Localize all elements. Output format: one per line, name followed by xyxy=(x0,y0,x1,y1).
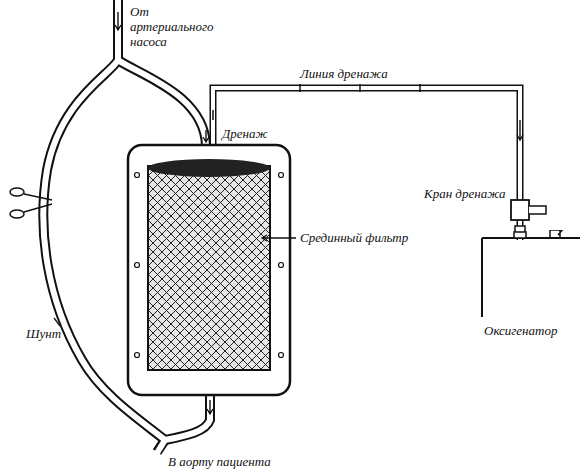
aorta-lumen xyxy=(157,440,165,453)
stopcock-body xyxy=(511,200,529,220)
oxygenator-housing xyxy=(482,238,580,317)
stopcock-handle xyxy=(529,206,546,214)
clamp-jaws xyxy=(24,194,52,212)
source-label: От артериального насоса xyxy=(130,4,230,49)
drawing-part xyxy=(135,353,140,358)
drawing-part xyxy=(135,173,140,178)
filter-inlet-lumen xyxy=(118,60,206,146)
oxygenator-port xyxy=(550,230,564,238)
part-label: Шунт xyxy=(26,326,61,341)
filter-inlet-tube xyxy=(118,60,206,146)
filter-mesh-top xyxy=(148,159,270,177)
aorta-tube xyxy=(157,440,165,452)
port-label: Дренаж xyxy=(222,126,268,141)
filter-mesh xyxy=(148,166,270,370)
filter-outlet-tube xyxy=(165,395,210,440)
shunt-clamp xyxy=(10,188,52,218)
drawing-part xyxy=(135,263,140,268)
filter-outlet-lumen xyxy=(165,395,210,440)
flow-arrows xyxy=(115,12,523,414)
drawing-part xyxy=(279,353,284,358)
destination-label: В аорту пациента xyxy=(168,454,271,469)
drain-arrow xyxy=(517,120,523,140)
oxygenator-unit: Оксигенатор xyxy=(480,230,580,342)
line-label: Линия дренажа xyxy=(300,66,388,81)
drain-line-marks xyxy=(213,84,420,120)
filter-out-arrow xyxy=(207,400,213,414)
oxygenator-inlet xyxy=(514,232,526,238)
valve-label: Кран дренажа xyxy=(424,186,506,201)
leader-line xyxy=(262,235,296,241)
housing-rivets xyxy=(135,173,284,358)
inlet-arrow xyxy=(115,12,121,30)
filter-housing xyxy=(128,145,290,395)
node-text: Оксигенатор xyxy=(484,323,557,338)
filter-in-arrow xyxy=(203,130,209,142)
clamp-ring xyxy=(10,210,24,218)
leader-line xyxy=(54,318,60,326)
drawing-part xyxy=(279,173,284,178)
inlet-lumen xyxy=(115,0,121,60)
drawing-part xyxy=(279,263,284,268)
drain-joints xyxy=(213,84,420,120)
clamp-ring xyxy=(10,188,24,196)
part-label: Срединный фильтр xyxy=(298,230,410,245)
